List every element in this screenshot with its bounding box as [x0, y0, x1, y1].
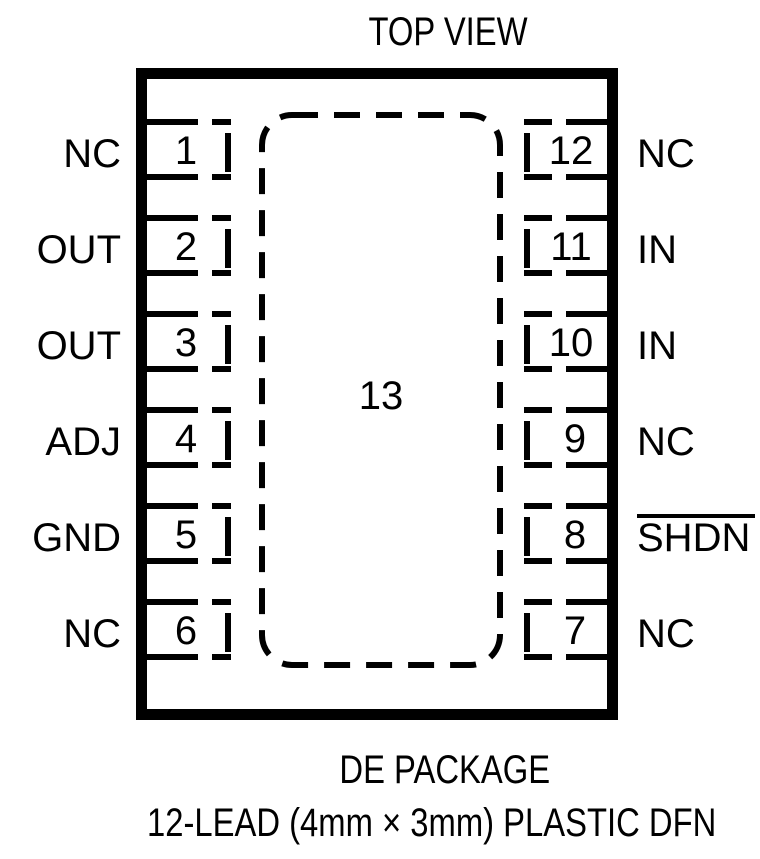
exposed-pad-outline	[259, 112, 503, 668]
lead-pad-right-8	[524, 503, 607, 564]
lead-pad-left-4	[147, 407, 231, 468]
lead-pad-right-7	[524, 599, 607, 660]
pin-label-left-4: ADJ	[45, 420, 121, 464]
pin-number-7: 7	[564, 609, 586, 653]
pin-number-4: 4	[175, 417, 197, 461]
pin-label-right-9: NC	[637, 420, 695, 464]
lead-pad-left-5	[147, 503, 231, 564]
pin-number-8: 8	[564, 513, 586, 557]
pin-number-2: 2	[175, 225, 197, 269]
lead-pad-left-2	[147, 215, 231, 276]
package-body-outline	[136, 68, 618, 720]
exposed-pad-number: 13	[359, 374, 404, 418]
lead-pad-right-11	[524, 215, 607, 276]
lead-pad-right-9	[524, 407, 607, 468]
lead-pad-left-6	[147, 599, 231, 660]
lead-pad-left-3	[147, 311, 231, 372]
pin-number-1: 1	[175, 129, 197, 173]
pin-label-right-8: SHDN	[637, 516, 750, 560]
pin-label-left-1: NC	[63, 132, 121, 176]
lead-pad-right-12	[524, 119, 607, 180]
package-caption-line-2: 12-LEAD (4mm × 3mm) PLASTIC DFN	[147, 800, 716, 845]
pin-label-right-11: IN	[637, 228, 677, 272]
pin-label-left-3: OUT	[37, 324, 121, 368]
pin-number-10: 10	[549, 321, 594, 365]
pin-label-right-7: NC	[637, 612, 695, 656]
pin-number-9: 9	[564, 417, 586, 461]
pin-number-3: 3	[175, 321, 197, 365]
pin-label-left-6: NC	[63, 612, 121, 656]
pin-number-5: 5	[175, 513, 197, 557]
pin-number-11: 11	[550, 225, 592, 269]
pin-number-6: 6	[175, 609, 197, 653]
pin-label-left-5: GND	[32, 516, 121, 560]
lead-pad-right-10	[524, 311, 607, 372]
lead-pad-left-1	[147, 119, 231, 180]
package-caption-line-1: DE PACKAGE	[339, 747, 550, 792]
pin-label-left-2: OUT	[37, 228, 121, 272]
diagram-title: TOP VIEW	[368, 9, 528, 54]
pin-number-12: 12	[549, 129, 594, 173]
pin-label-right-10: IN	[637, 324, 677, 368]
pin-label-right-12: NC	[637, 132, 695, 176]
